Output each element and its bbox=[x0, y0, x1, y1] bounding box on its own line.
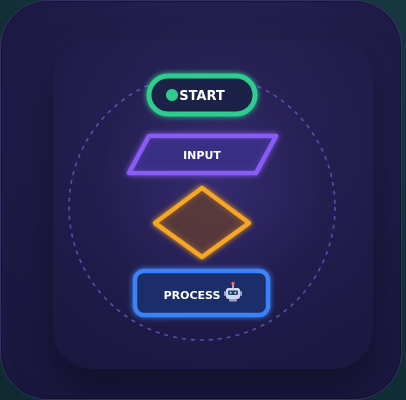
orbit-circle bbox=[68, 73, 336, 341]
start-dot-icon bbox=[166, 89, 178, 101]
start-node-label: START bbox=[179, 89, 225, 104]
start-node bbox=[146, 73, 258, 117]
robot-icon bbox=[224, 281, 242, 302]
process-node bbox=[132, 268, 271, 318]
input-node-label: INPUT bbox=[183, 149, 221, 162]
decision-node bbox=[152, 185, 252, 260]
process-node-label: PROCESS bbox=[164, 289, 221, 302]
input-node bbox=[126, 133, 279, 176]
